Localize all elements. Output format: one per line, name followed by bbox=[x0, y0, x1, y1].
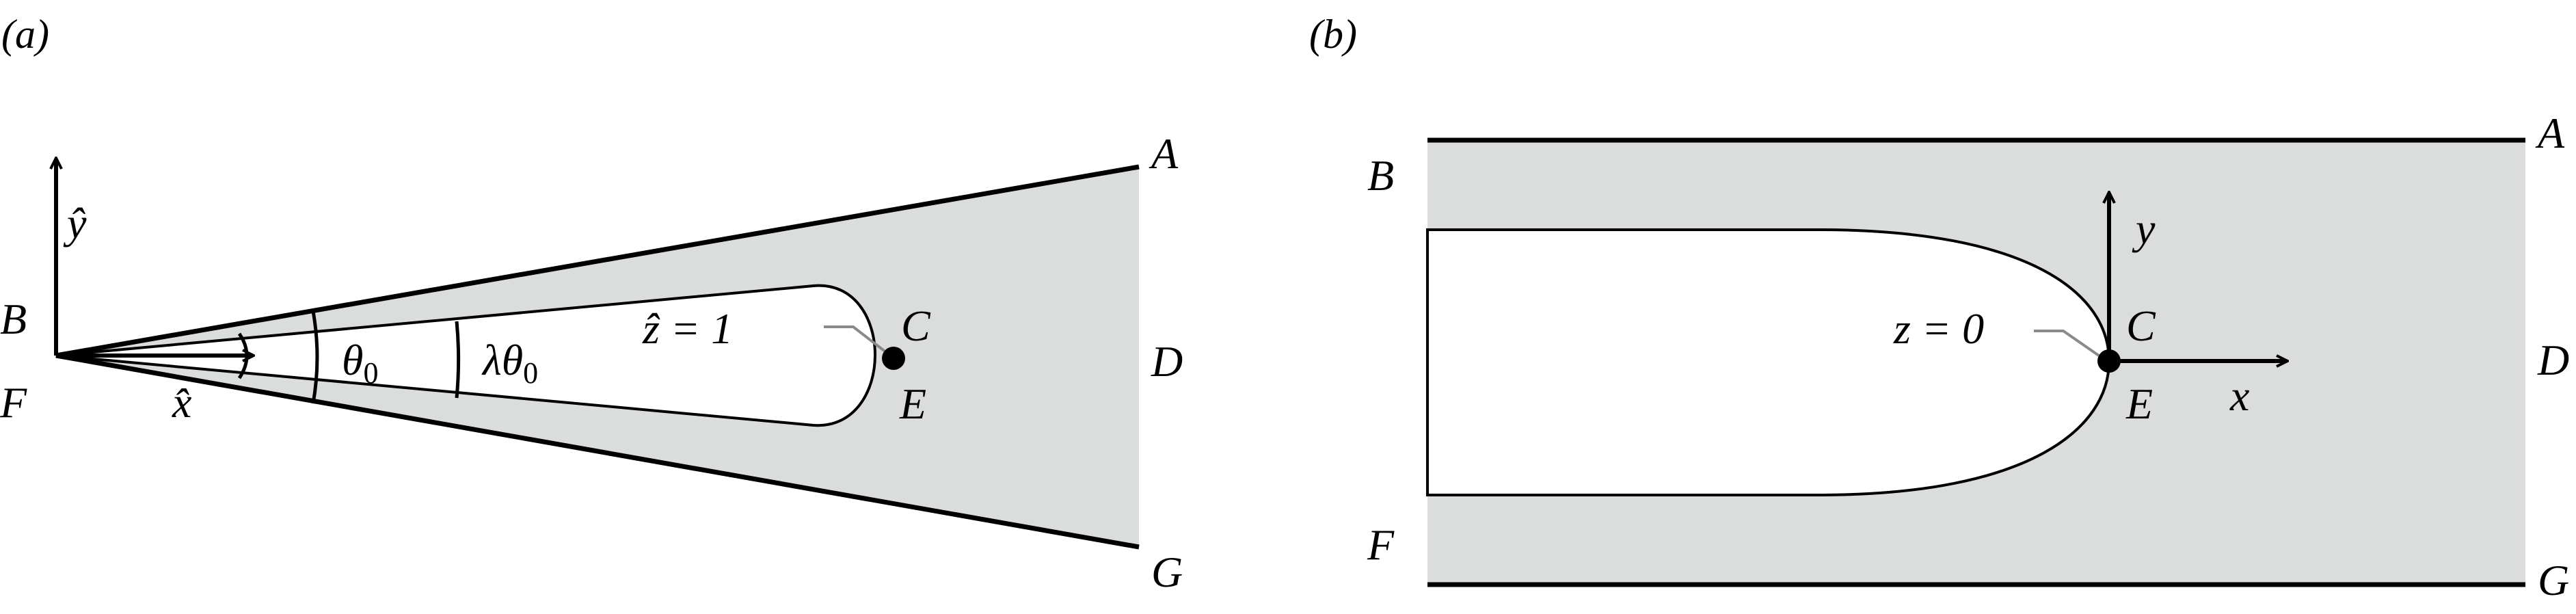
lambda-theta0-label: λθ0 bbox=[481, 336, 538, 390]
point-C-label-a: C bbox=[901, 302, 931, 350]
point-A-label-a: A bbox=[1149, 129, 1179, 178]
point-CE-dot-a bbox=[882, 347, 905, 370]
point-G-label-a: G bbox=[1151, 548, 1183, 596]
x-hat-label: x̂ bbox=[172, 378, 191, 427]
panel-b-label: (b) bbox=[1309, 12, 1357, 57]
y-hat-label: ŷ bbox=[63, 199, 87, 248]
x-axis-label: x bbox=[2229, 371, 2249, 420]
y-axis-label: y bbox=[2132, 204, 2156, 253]
contour-curve-a bbox=[55, 284, 876, 427]
point-B-label-a: B bbox=[0, 295, 27, 343]
leader-line-a bbox=[824, 325, 894, 358]
point-F-label-a: F bbox=[0, 378, 27, 427]
point-A-label-b: A bbox=[2535, 109, 2565, 157]
point-C-label-b: C bbox=[2126, 302, 2156, 350]
lambda-theta0-arc bbox=[455, 321, 461, 399]
point-G-label-b: G bbox=[2538, 556, 2569, 604]
point-D-label-a: D bbox=[1151, 337, 1183, 386]
panel-a-label: (a) bbox=[1, 12, 49, 57]
theta0-label: θ0 bbox=[342, 336, 378, 390]
point-E-label-b: E bbox=[2125, 379, 2153, 428]
point-D-label-b: D bbox=[2537, 336, 2569, 384]
point-B-label-b: B bbox=[1367, 151, 1394, 200]
point-E-label-a: E bbox=[899, 379, 926, 428]
contour-label-a: ẑ = 1 bbox=[642, 304, 733, 353]
theta0-arc bbox=[311, 310, 319, 404]
panel-a: (a) A B C D E F G ŷ x̂ θ0 λθ0 ẑ = 1 bbox=[0, 12, 1183, 596]
contour-curve-b bbox=[1426, 228, 2111, 496]
point-CE-dot-b bbox=[2097, 349, 2121, 373]
contour-label-b: z = 0 bbox=[1893, 304, 1984, 353]
leader-line-b bbox=[2034, 330, 2100, 357]
point-F-label-b: F bbox=[1367, 520, 1395, 569]
panel-b: (b) A B C D E F G y x z = 0 bbox=[1309, 12, 2569, 604]
wedge-upper-edge bbox=[55, 164, 1140, 358]
wedge-lower-edge bbox=[55, 353, 1140, 550]
